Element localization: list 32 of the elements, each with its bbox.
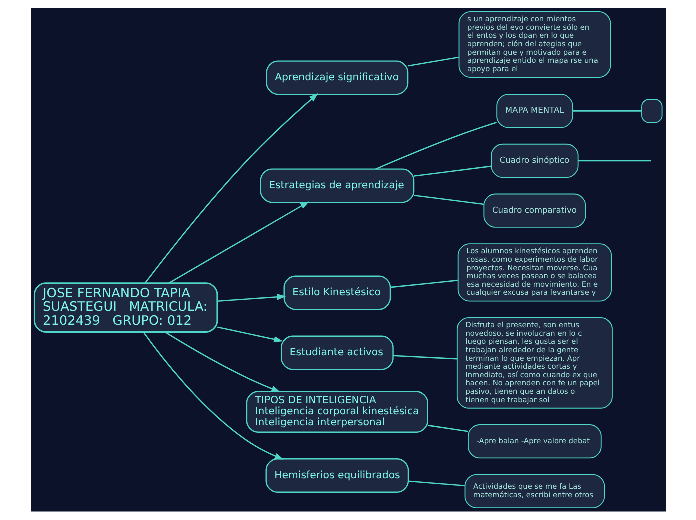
node-box: Hemisferios equilibrados	[265, 458, 409, 493]
node-box: JOSE FERNANDO TAPIA SUASTEGUI MATRICULA: 2102439 GRUPO: 012	[33, 282, 218, 333]
arrow	[168, 202, 310, 284]
arrow	[217, 294, 286, 302]
node-box: MAPA MENTAL	[496, 94, 573, 128]
arrow	[142, 332, 284, 460]
connector	[408, 56, 459, 67]
node-box: Aprendizaje significativo	[266, 60, 408, 96]
connector	[414, 194, 484, 206]
connector	[408, 480, 464, 487]
node-box: Los alumnos kinestésicos aprenden cosas, como experimentos de labor proyectos. Necesitan moverse. Cua muchas veces pasean o se balacea esa necesidad de movimiento. En e cualquier excusa para levantarse y	[457, 244, 612, 302]
node-box: Disfruta el presente, son entus novedoso, se involucran en lo c luego piensan, les gusta ser el trabajan alrededor de la gente terminan lo que empiezan. Apr mediante actividades cortas y Inmediato, así como cuando ex que hacen. No aprenden con fe un papel pasivo, tienen que an datos o tienen que trabajar sol	[456, 317, 612, 409]
arrow	[144, 93, 318, 284]
node-box: TIPOS DE INTELIGENCIA Inteligencia corporal kinestésica Inteligencia interpersonal	[246, 391, 428, 433]
node-box: s un aprendizaje con mientos previos del evo convierte sólo en el entos y los dpan en lo que aprenden; ción del ategias que permitan que y motivado para e aprendizaje entido el mapa rse una apoyo para el	[458, 12, 611, 78]
node-box: Estudiante activos	[280, 336, 394, 370]
connector	[427, 424, 468, 432]
node-box: Cuadro sinóptico	[490, 144, 578, 178]
arrow	[217, 326, 283, 343]
connector	[572, 110, 642, 112]
node-box: Cuadro comparativo	[483, 194, 586, 228]
arrow	[164, 332, 280, 392]
connector	[392, 355, 457, 360]
node-box: Actividades que se me fa Las matemáticas, escribi entre otros	[464, 474, 605, 508]
connector	[375, 122, 496, 170]
connector	[578, 160, 651, 162]
node-box: Estrategias de aprendizaje	[260, 168, 414, 204]
node-box	[641, 99, 662, 124]
connector	[390, 280, 458, 288]
connector	[414, 166, 492, 177]
node-box: Estilo Kinestésico	[283, 276, 391, 310]
node-box: -Apre balan -Apre valore debat	[468, 424, 602, 459]
